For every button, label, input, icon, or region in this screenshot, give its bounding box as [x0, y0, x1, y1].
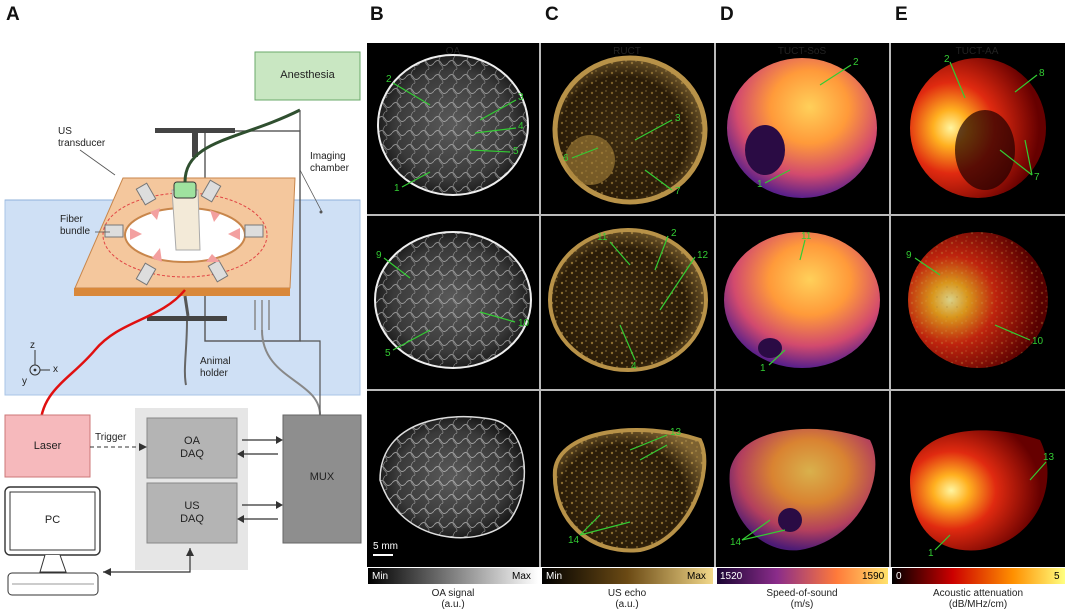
annotation-label: 2	[944, 54, 950, 65]
oa-image-row1	[377, 54, 529, 196]
annotation-label: 1	[928, 548, 934, 559]
us-colorbar	[542, 568, 713, 584]
axis-x-label: x	[53, 364, 58, 375]
annotation-label: 13	[670, 427, 682, 438]
panel-label-c: C	[545, 4, 559, 25]
annotation-label: 10	[518, 318, 530, 329]
sos-image-row2	[724, 232, 880, 368]
us-transducer-label: US transducer	[58, 126, 106, 149]
mux-box	[282, 414, 362, 544]
axis-z-label: z	[30, 340, 35, 351]
annotation-label: 13	[1043, 452, 1055, 463]
annotation-label: 4	[631, 361, 637, 372]
aa-colorbar-label: Acoustic attenuation (dB/MHz/cm)	[932, 588, 1024, 610]
aa-colorbar-min: 0	[896, 571, 902, 582]
schematic-panel	[4, 51, 362, 596]
sos-colorbar-min: 1520	[720, 571, 743, 582]
us-image-row3	[552, 428, 707, 553]
annotation-label: 11	[597, 232, 608, 243]
us-colorbar-label: US echo (a.u.)	[607, 588, 647, 610]
annotation-label: 9	[376, 250, 382, 261]
sos-colorbar	[717, 568, 888, 584]
annotation-label: 8	[1039, 68, 1045, 79]
sos-colorbar-max: 1590	[862, 571, 885, 582]
annotation-label: 3	[518, 92, 524, 103]
us-image-row1	[552, 55, 708, 205]
image-grid	[367, 43, 1065, 567]
sos-image-row3	[729, 428, 876, 551]
us-colorbar-max: Max	[687, 571, 706, 582]
colorbars	[368, 568, 1065, 584]
annotation-label: 5	[513, 146, 519, 157]
annotation-label: 5	[385, 348, 391, 359]
sos-colorbar-label: Speed-of-sound (m/s)	[766, 588, 838, 610]
imaging-chamber-label: Imaging chamber	[310, 151, 349, 174]
scale-bar-label: 5 mm	[373, 541, 398, 552]
annotation-label: 14	[730, 537, 742, 548]
annotation-label: 2	[386, 74, 392, 85]
oa-image-row2	[374, 231, 532, 369]
annotation-label: 6	[563, 153, 569, 164]
annotation-label: 3	[675, 113, 681, 124]
annotation-label: 11	[801, 231, 812, 242]
trigger-label: Trigger	[95, 432, 127, 443]
oa-colorbar-min: Min	[372, 571, 389, 582]
us-image-row2	[548, 228, 708, 372]
annotation-label: 1	[757, 179, 763, 190]
mux-label: MUX	[309, 471, 335, 483]
panel-label-b: B	[370, 4, 384, 25]
oa-colorbar-label: OA signal (a.u.)	[431, 588, 475, 610]
annotation-label: 4	[518, 121, 524, 132]
oa-daq-box	[146, 417, 238, 479]
annotation-label: 7	[675, 186, 681, 197]
oa-colorbar	[368, 568, 538, 584]
annotation-label: 1	[760, 363, 766, 374]
annotation-label: 9	[906, 250, 912, 261]
column-title-ruct: RUCT	[613, 46, 641, 57]
oa-image-row3	[379, 415, 526, 539]
column-title-sos: TUCT-SoS	[777, 46, 827, 57]
fiber-bundle-label: Fiber bundle	[60, 214, 91, 237]
column-title-aa: TUCT-AA	[955, 46, 999, 57]
sos-image-row1	[727, 58, 877, 198]
annotation-label: 12	[697, 250, 709, 261]
oa-colorbar-max: Max	[512, 571, 531, 582]
us-daq-box	[146, 482, 238, 544]
annotation-label: 1	[394, 183, 400, 194]
us-colorbar-min: Min	[546, 571, 563, 582]
panel-label-a: A	[6, 4, 20, 25]
column-title-oa: OA	[445, 46, 461, 57]
anesthesia-box	[254, 51, 361, 101]
laser-fiber	[38, 289, 186, 431]
nose-cone	[173, 181, 197, 199]
annotation-label: 14	[568, 535, 580, 546]
aa-colorbar-max: 5	[1054, 571, 1060, 582]
aa-image-row3	[910, 430, 1048, 551]
aa-image-row1	[910, 58, 1046, 198]
annotation-label: 7	[1034, 172, 1040, 183]
panel-label-e: E	[895, 4, 908, 25]
annotation-label: 10	[1032, 336, 1044, 347]
annotation-label: 2	[671, 228, 677, 239]
animal-holder-label: Animal holder	[200, 356, 231, 379]
aa-image-row2	[908, 232, 1048, 368]
panel-label-d: D	[720, 4, 734, 25]
pc-label: PC	[44, 514, 61, 526]
us-daq-label: US DAQ	[180, 500, 204, 525]
axis-y-label: y	[22, 376, 27, 387]
annotation-label: 2	[853, 57, 859, 68]
laser-box	[4, 414, 91, 478]
aa-colorbar	[892, 568, 1065, 584]
oa-daq-label: OA DAQ	[180, 435, 204, 460]
laser-label: Laser	[33, 440, 62, 452]
anesthesia-label: Anesthesia	[280, 69, 335, 81]
